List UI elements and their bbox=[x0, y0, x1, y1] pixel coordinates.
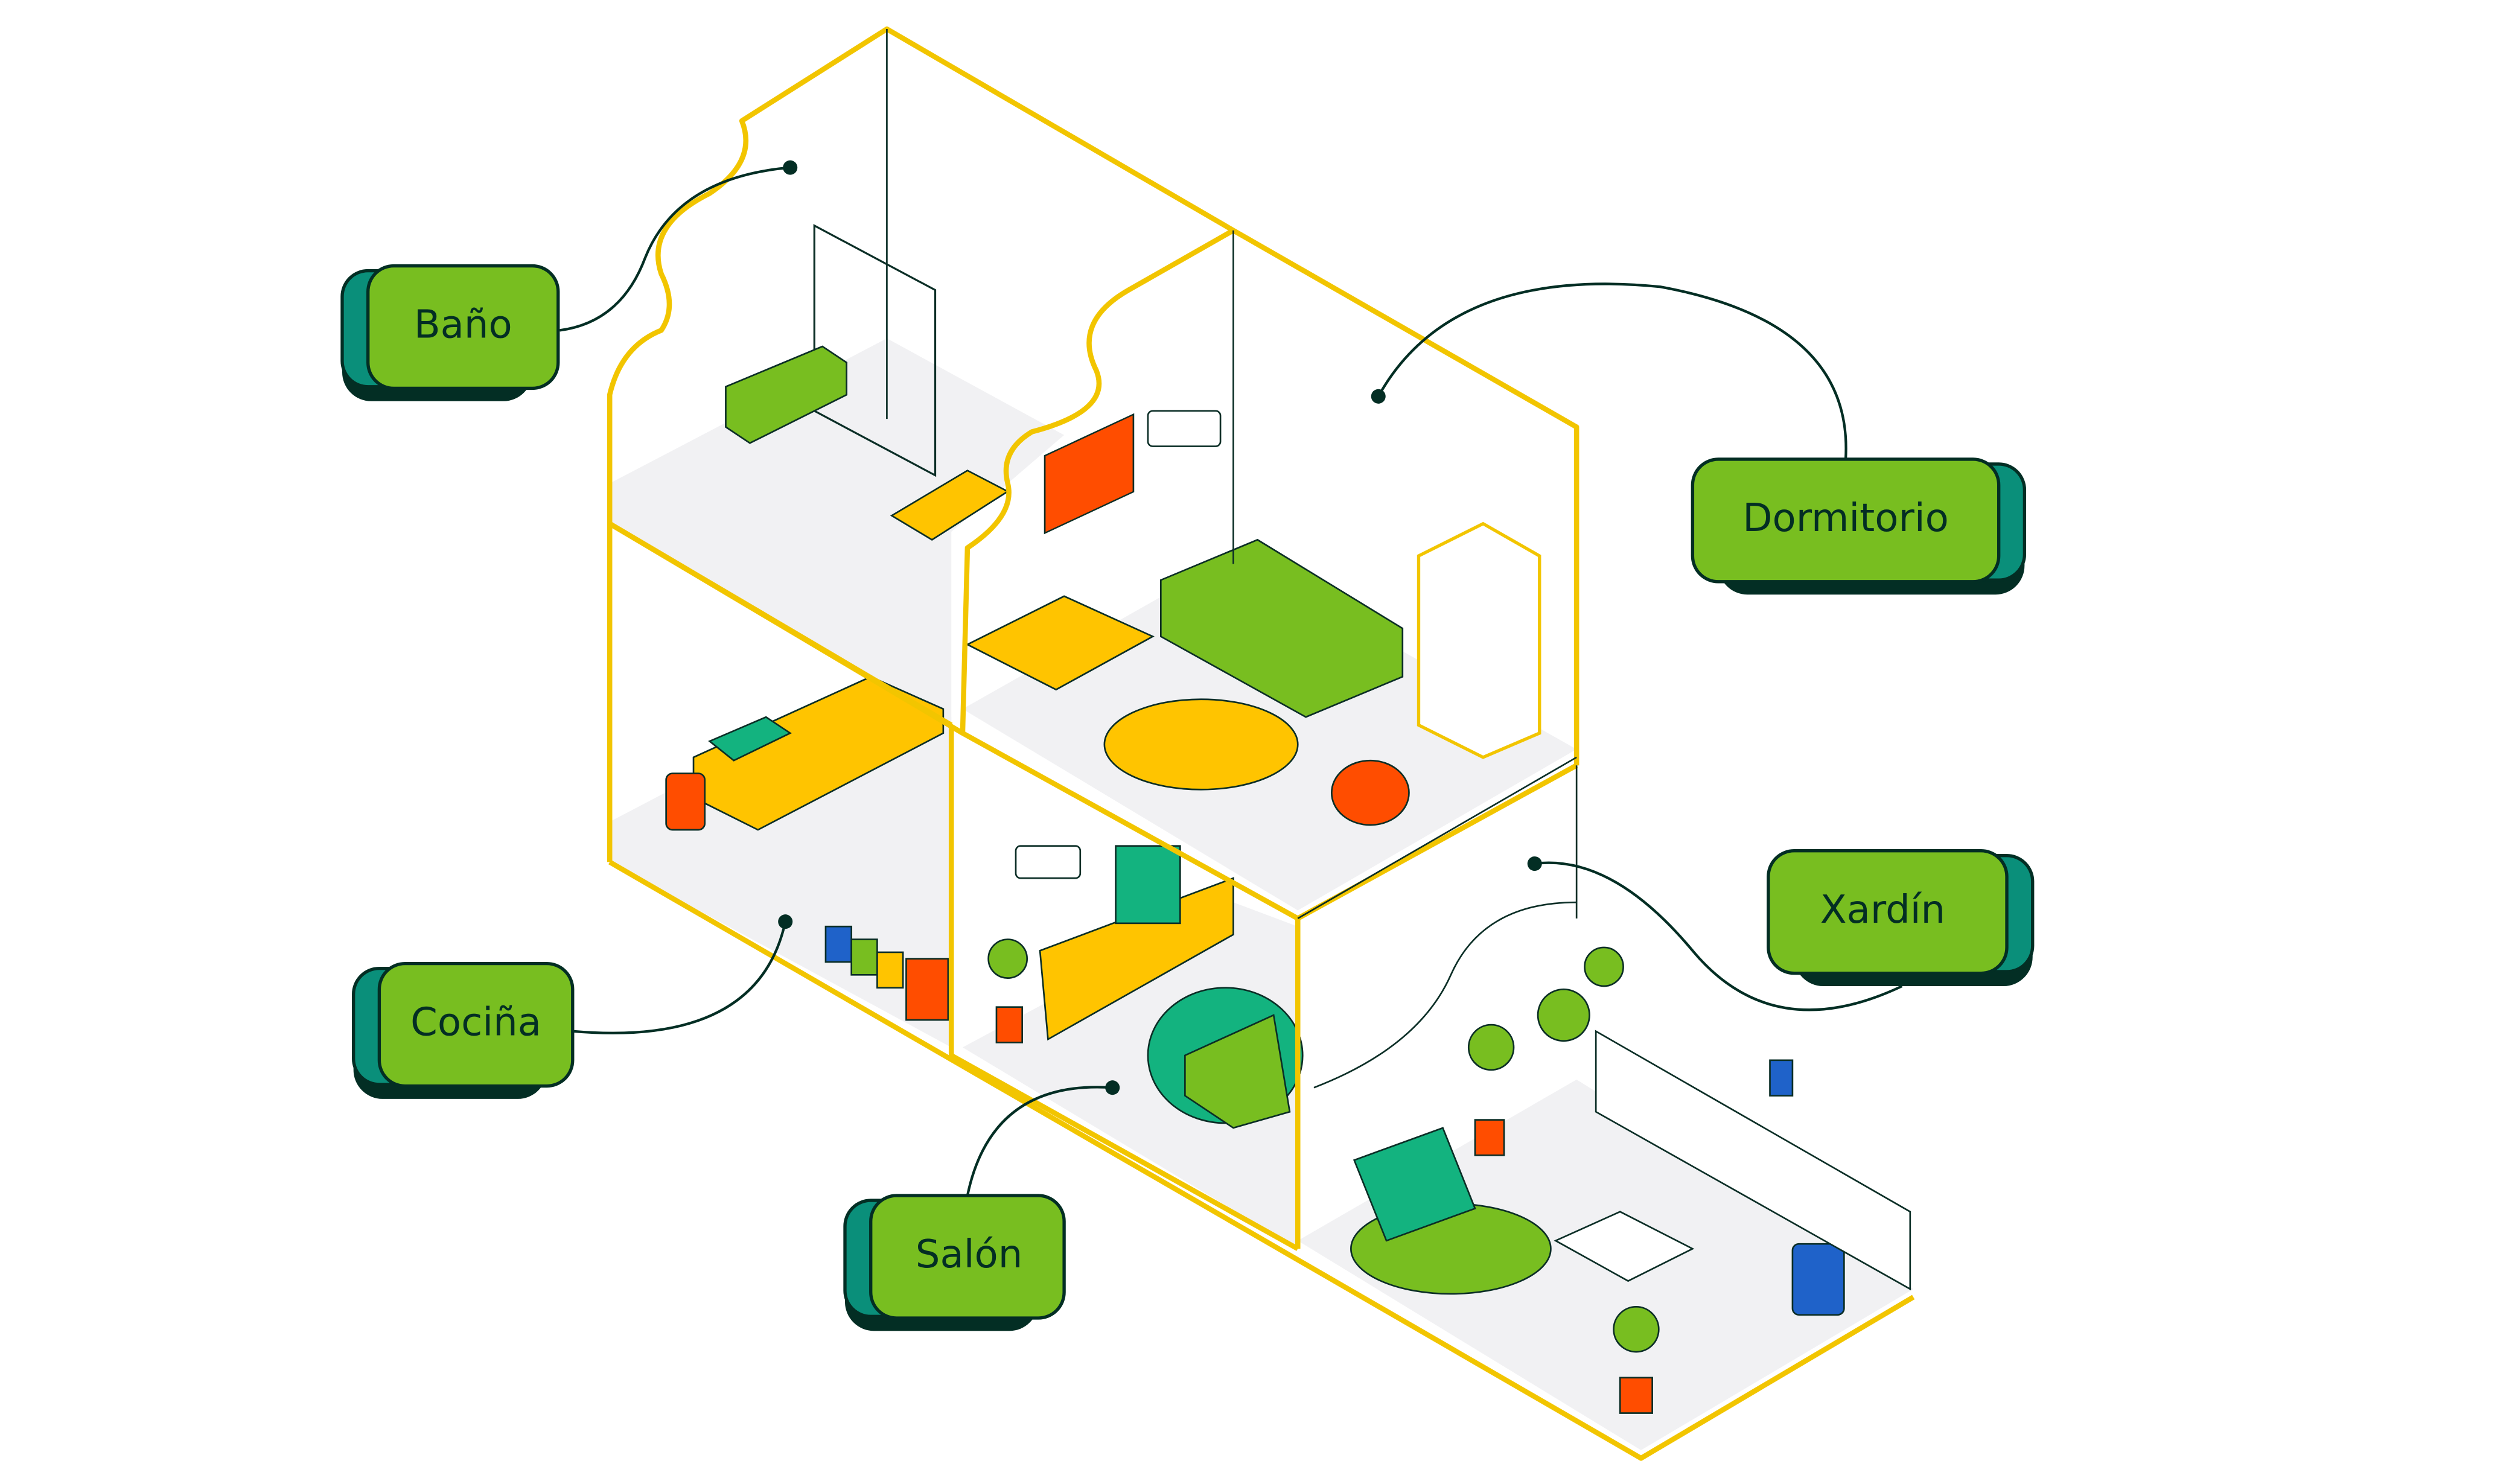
bed bbox=[1159, 538, 1404, 718]
beanbag bbox=[1330, 759, 1410, 826]
label-garden-text: Xardín bbox=[1820, 888, 1945, 932]
label-kitchen-text: Cociña bbox=[410, 1001, 541, 1045]
bathroom-roof-outline bbox=[607, 26, 1235, 862]
garden-fence bbox=[1595, 1030, 1911, 1291]
bathroom-floor bbox=[610, 338, 1065, 725]
furniture bbox=[665, 224, 1911, 1414]
plants bbox=[987, 938, 1660, 1414]
armchair bbox=[1184, 1014, 1291, 1129]
air-conditioner-living bbox=[1015, 845, 1082, 879]
garden-table bbox=[1554, 1211, 1695, 1282]
shelf bbox=[1417, 521, 1541, 759]
connectors bbox=[559, 160, 1903, 1196]
label-bathroom-text: Baño bbox=[414, 303, 512, 348]
label-bathroom[interactable]: Baño bbox=[340, 264, 560, 401]
label-garden[interactable]: Xardín bbox=[1767, 849, 2035, 986]
stove bbox=[708, 716, 792, 762]
water-barrel bbox=[1791, 1243, 1845, 1316]
solar-lamp bbox=[1769, 1059, 1794, 1097]
kitchen-divider bbox=[948, 725, 1299, 1251]
string-lights bbox=[1313, 901, 1577, 1089]
back-corners bbox=[886, 29, 1578, 920]
bedroom-rug bbox=[1103, 698, 1299, 791]
shopping-trolley bbox=[665, 772, 706, 831]
recycling-bins bbox=[824, 925, 949, 1021]
desk bbox=[965, 595, 1155, 691]
bedroom-roof-outline bbox=[960, 228, 1579, 766]
kitchen-ceiling bbox=[608, 521, 953, 728]
label-living-room[interactable]: Salón bbox=[843, 1194, 1066, 1331]
ground-line bbox=[608, 859, 1915, 1461]
bathroom-sink bbox=[725, 345, 848, 444]
label-bedroom[interactable]: Dormitorio bbox=[1691, 457, 2027, 595]
label-bedroom-text: Dormitorio bbox=[1742, 496, 1949, 541]
wall-board bbox=[1044, 413, 1135, 535]
house-walls bbox=[607, 26, 1915, 1461]
tv bbox=[1115, 845, 1181, 925]
air-conditioner bbox=[1147, 410, 1222, 447]
label-living-room-text: Salón bbox=[916, 1232, 1023, 1277]
label-kitchen[interactable]: Cociña bbox=[352, 961, 575, 1099]
pallet-sofa bbox=[1353, 1127, 1476, 1242]
